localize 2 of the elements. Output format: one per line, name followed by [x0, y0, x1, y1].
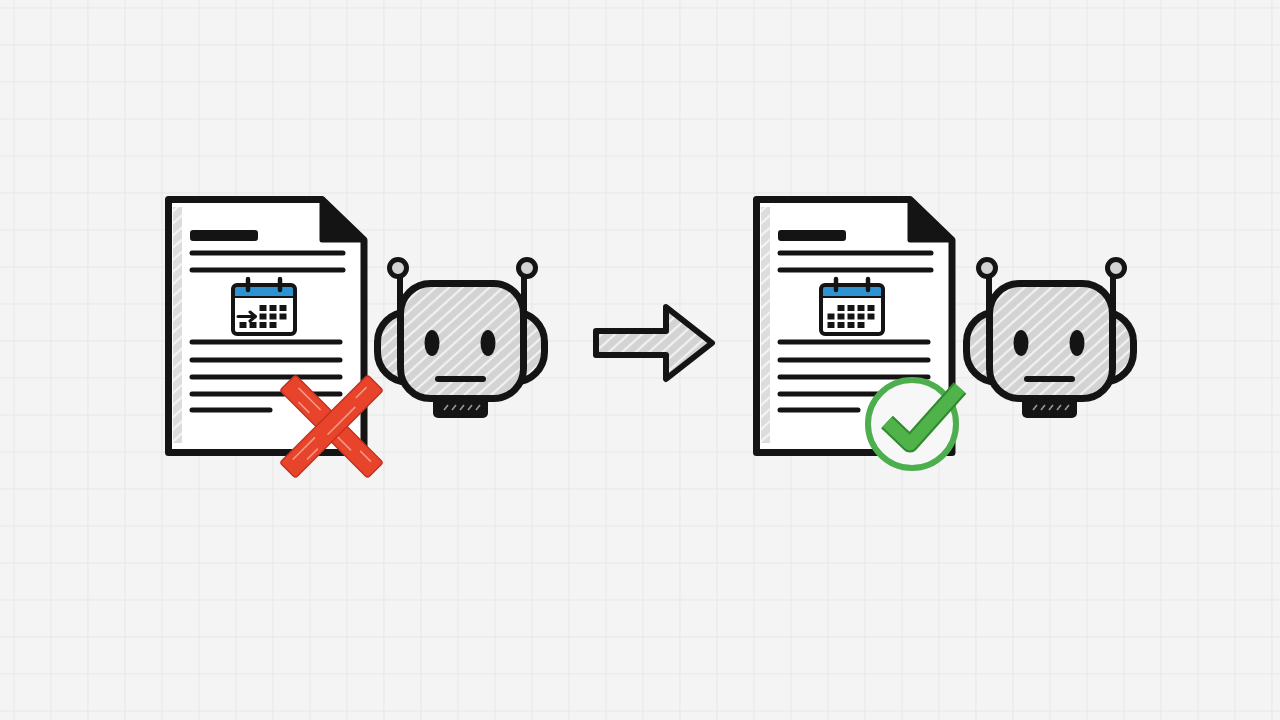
- document-drawing: [162, 193, 371, 457]
- arrow: [593, 304, 715, 382]
